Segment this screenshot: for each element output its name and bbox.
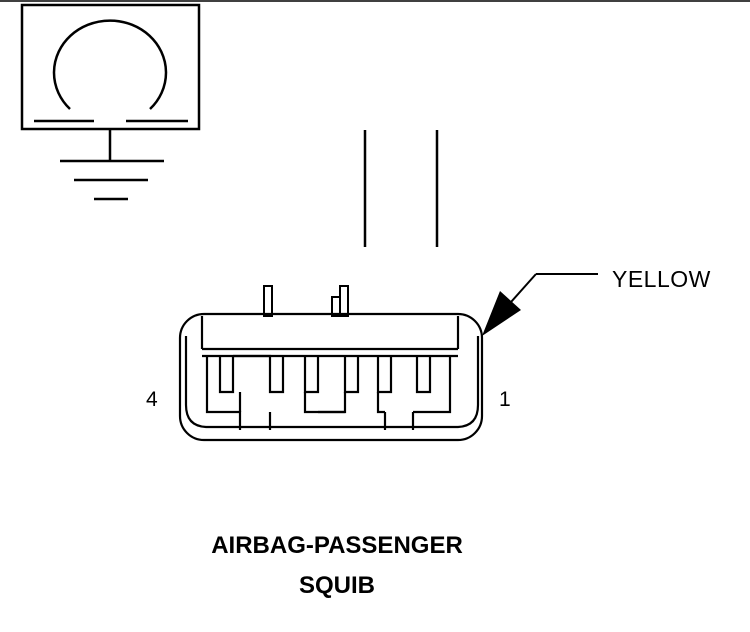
color-pointer-arrow-icon — [482, 273, 598, 336]
connector-body — [178, 312, 484, 442]
connector-lock-tabs — [263, 285, 349, 317]
wire-lines — [363, 130, 439, 247]
pin-1-label: 1 — [499, 388, 511, 411]
component-name-line-1: AIRBAG-PASSENGER — [211, 532, 463, 559]
ground-symbol-icon — [60, 129, 164, 201]
connector-color-label: YELLOW — [612, 266, 711, 292]
connector-pin-cavities — [205, 354, 452, 430]
component-name-line-2: SQUIB — [299, 572, 375, 599]
pin-4-label: 4 — [146, 388, 158, 411]
connector-face-symbol-icon — [20, 3, 201, 131]
